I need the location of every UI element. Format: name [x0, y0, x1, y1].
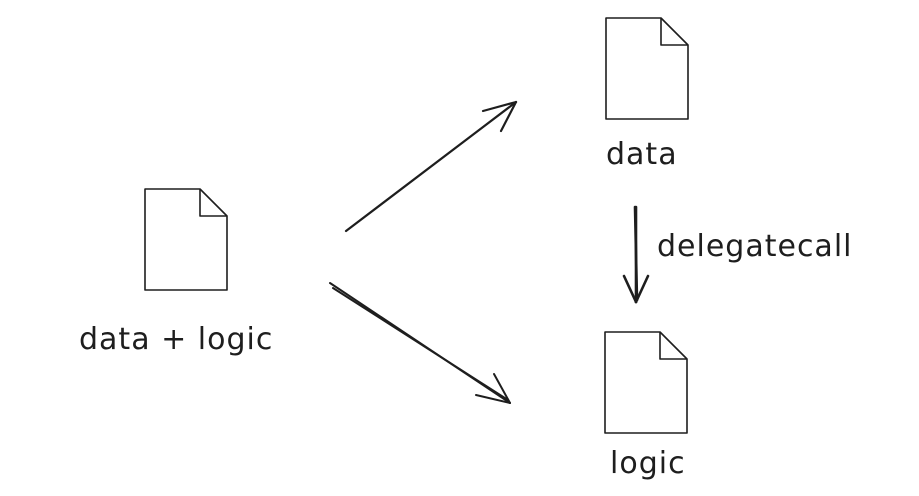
node-label-data: data [606, 137, 678, 172]
document-icon [144, 188, 228, 291]
document-icon [604, 331, 688, 434]
node-label-data-logic: data + logic [79, 322, 274, 357]
document-icon [605, 17, 689, 120]
arrow-to-data [344, 100, 518, 233]
node-label-logic: logic [610, 446, 686, 481]
arrow-to-logic [329, 282, 511, 404]
arrow-delegatecall [622, 205, 650, 304]
edge-label-delegatecall: delegatecall [657, 229, 853, 264]
